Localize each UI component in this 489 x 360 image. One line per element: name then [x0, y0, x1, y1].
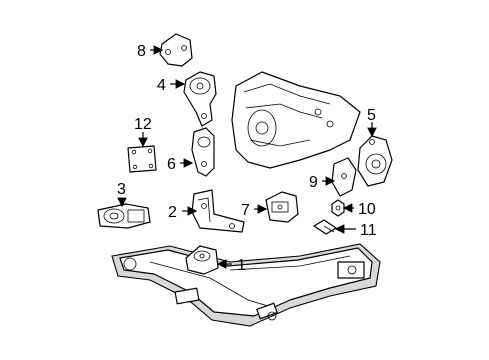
part-8-bracket [159, 33, 193, 67]
part-7-mount [265, 191, 299, 223]
callout-7: 7 [241, 202, 250, 219]
engine-cradle [111, 243, 381, 327]
part-3-mount [97, 203, 151, 229]
part-1-mount [185, 245, 219, 275]
part-11-bolt [313, 219, 337, 235]
callout-9: 9 [309, 174, 318, 191]
part-10-nut [331, 199, 345, 217]
part-9-bracket [331, 157, 357, 197]
part-5-mount [357, 135, 393, 187]
callout-1: 1 [237, 257, 246, 274]
callout-12: 12 [134, 116, 152, 133]
callout-8: 8 [137, 43, 146, 60]
callout-5: 5 [367, 107, 376, 124]
callout-10: 10 [358, 201, 376, 218]
part-6-mount [191, 127, 215, 177]
part-12-plate [127, 145, 157, 173]
callout-3: 3 [117, 181, 126, 198]
callout-4: 4 [157, 77, 166, 94]
callout-11: 11 [360, 222, 377, 239]
callout-2: 2 [168, 204, 177, 221]
callout-leaders [117, 45, 377, 269]
part-2-bracket [191, 189, 245, 233]
engine-block [231, 71, 361, 169]
callout-labels: 1 2 3 4 5 6 7 8 9 10 11 12 [117, 43, 377, 274]
callout-6: 6 [167, 156, 176, 173]
part-4-mount [183, 71, 217, 127]
